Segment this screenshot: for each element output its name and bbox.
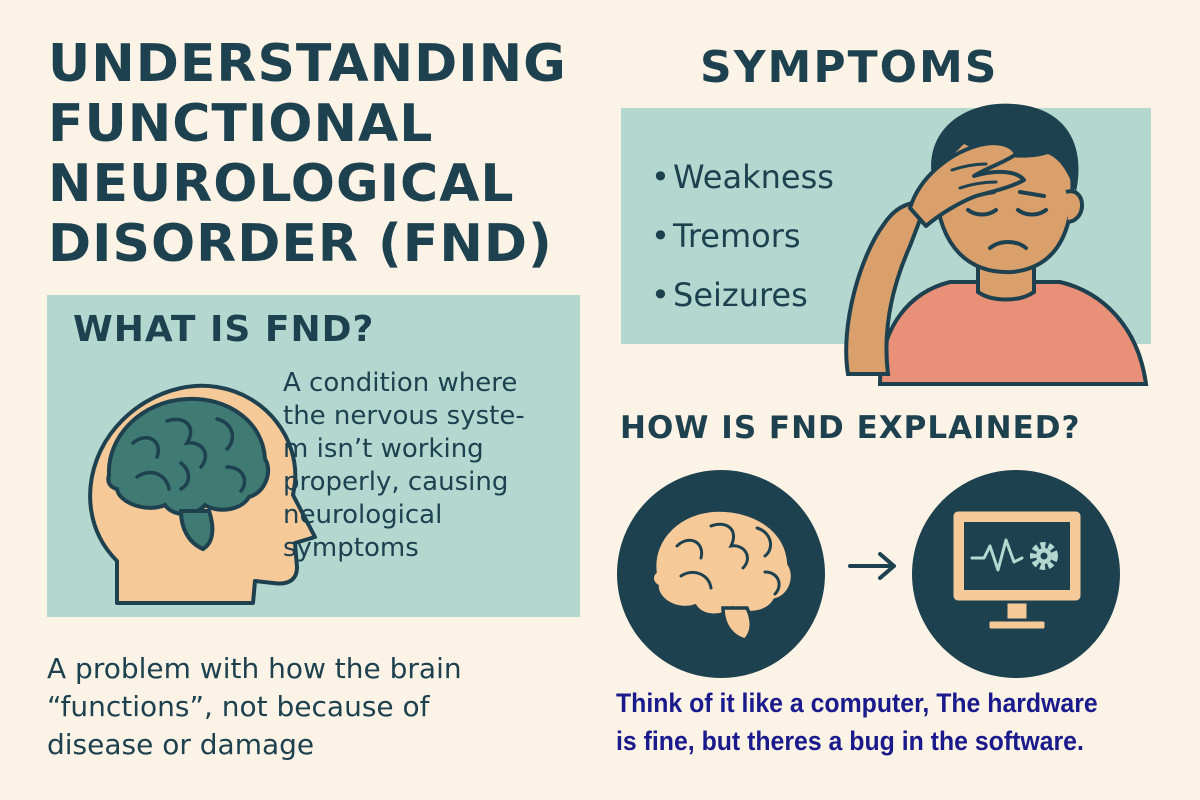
bullet: • (651, 217, 670, 255)
description-line: symptoms (283, 533, 419, 563)
arrow-right-icon (848, 552, 896, 580)
summary-line: A problem with how the brain (47, 652, 462, 685)
symptom-item: •Tremors (651, 207, 834, 266)
person-headache-icon (844, 103, 1149, 386)
symptom-item: •Weakness (651, 148, 834, 207)
what-is-fnd-panel: WHAT IS FND? A condition where the nervo… (47, 295, 580, 617)
symptoms-list: •Weakness •Tremors •Seizures (651, 148, 834, 325)
description-line: A condition where (283, 368, 518, 398)
how-explained-heading: HOW IS FND EXPLAINED? (620, 410, 1081, 446)
title-line: UNDERSTANDING (48, 34, 567, 94)
description-line: the nervous syste- (283, 401, 525, 431)
gear-icon (1030, 542, 1058, 570)
head-profile-brain-icon (88, 383, 317, 605)
title-line: FUNCTIONAL (48, 94, 434, 154)
symptom-label: Tremors (673, 217, 801, 255)
bullet: • (651, 158, 670, 196)
analogy-line: Think of it like a computer, The hardwar… (616, 688, 1098, 718)
title-line: NEUROLOGICAL (48, 154, 515, 214)
description-line: neurological (283, 500, 443, 530)
what-is-fnd-description: A condition where the nervous syste- m i… (283, 367, 573, 565)
summary-line: “functions”, not because of (47, 690, 430, 723)
computer-monitor-icon (912, 470, 1120, 678)
symptom-label: Seizures (673, 276, 808, 314)
symptom-label: Weakness (673, 158, 834, 196)
what-is-fnd-heading: WHAT IS FND? (73, 309, 375, 350)
symptom-item: •Seizures (651, 266, 834, 325)
description-line: m isn’t working (283, 434, 484, 464)
page-title: UNDERSTANDING FUNCTIONAL NEUROLOGICAL DI… (48, 34, 608, 274)
bullet: • (651, 276, 670, 314)
symptoms-heading: SYMPTOMS (700, 42, 999, 93)
description-line: properly, causing (283, 467, 509, 497)
title-line: DISORDER (FND) (48, 214, 553, 274)
summary-line: disease or damage (47, 728, 315, 761)
brain-icon (617, 470, 825, 678)
fnd-summary-text: A problem with how the brain “functions”… (47, 650, 587, 764)
analogy-line: is fine, but theres a bug in the softwar… (616, 726, 1084, 756)
computer-analogy-text: Think of it like a computer, The hardwar… (616, 684, 1150, 760)
